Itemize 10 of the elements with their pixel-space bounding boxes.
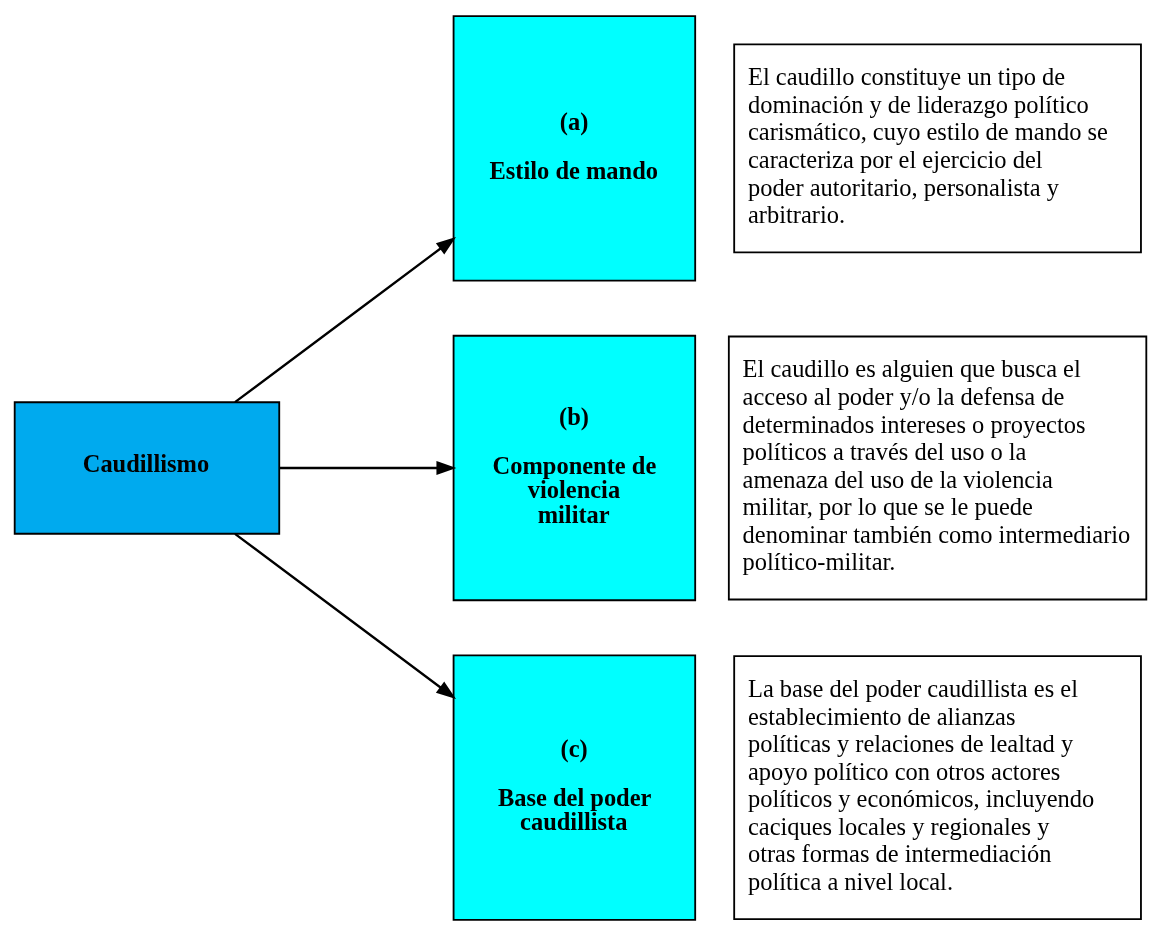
node-box: El caudillo es alguien que busca el acceso al poder y/o la defensa de determinados intereses o proyectos políticos a través del uso o la amenaza del uso de la violencia militar, por lo que se le puede denominar también como intermediario político-militar. xyxy=(727,335,1148,600)
arrow xyxy=(279,460,457,475)
node-box: Caudillismo xyxy=(13,400,281,535)
node-box: El caudillo constituye un tipo de dominación y de liderazgo político carismático, cuyo estilo de mando se caracteriza por el ejercicio del poder autoritario, personalista y arbitrario. xyxy=(733,43,1142,253)
node-box: (a) Estilo de mando xyxy=(452,14,697,282)
arrow xyxy=(234,532,456,699)
node-box: (b) Componente de violencia militar xyxy=(452,334,697,601)
node-box: La base del poder caudillista es el establecimiento de alianzas políticas y relaciones de lealtad y apoyo político con otros actores políticos y económicos, incluyendo caciques locales y regionales y otras formas de intermediación política a nivel local. xyxy=(733,654,1142,920)
node-box: (c) Base del poder caudillista xyxy=(452,653,697,921)
arrow xyxy=(234,236,456,403)
